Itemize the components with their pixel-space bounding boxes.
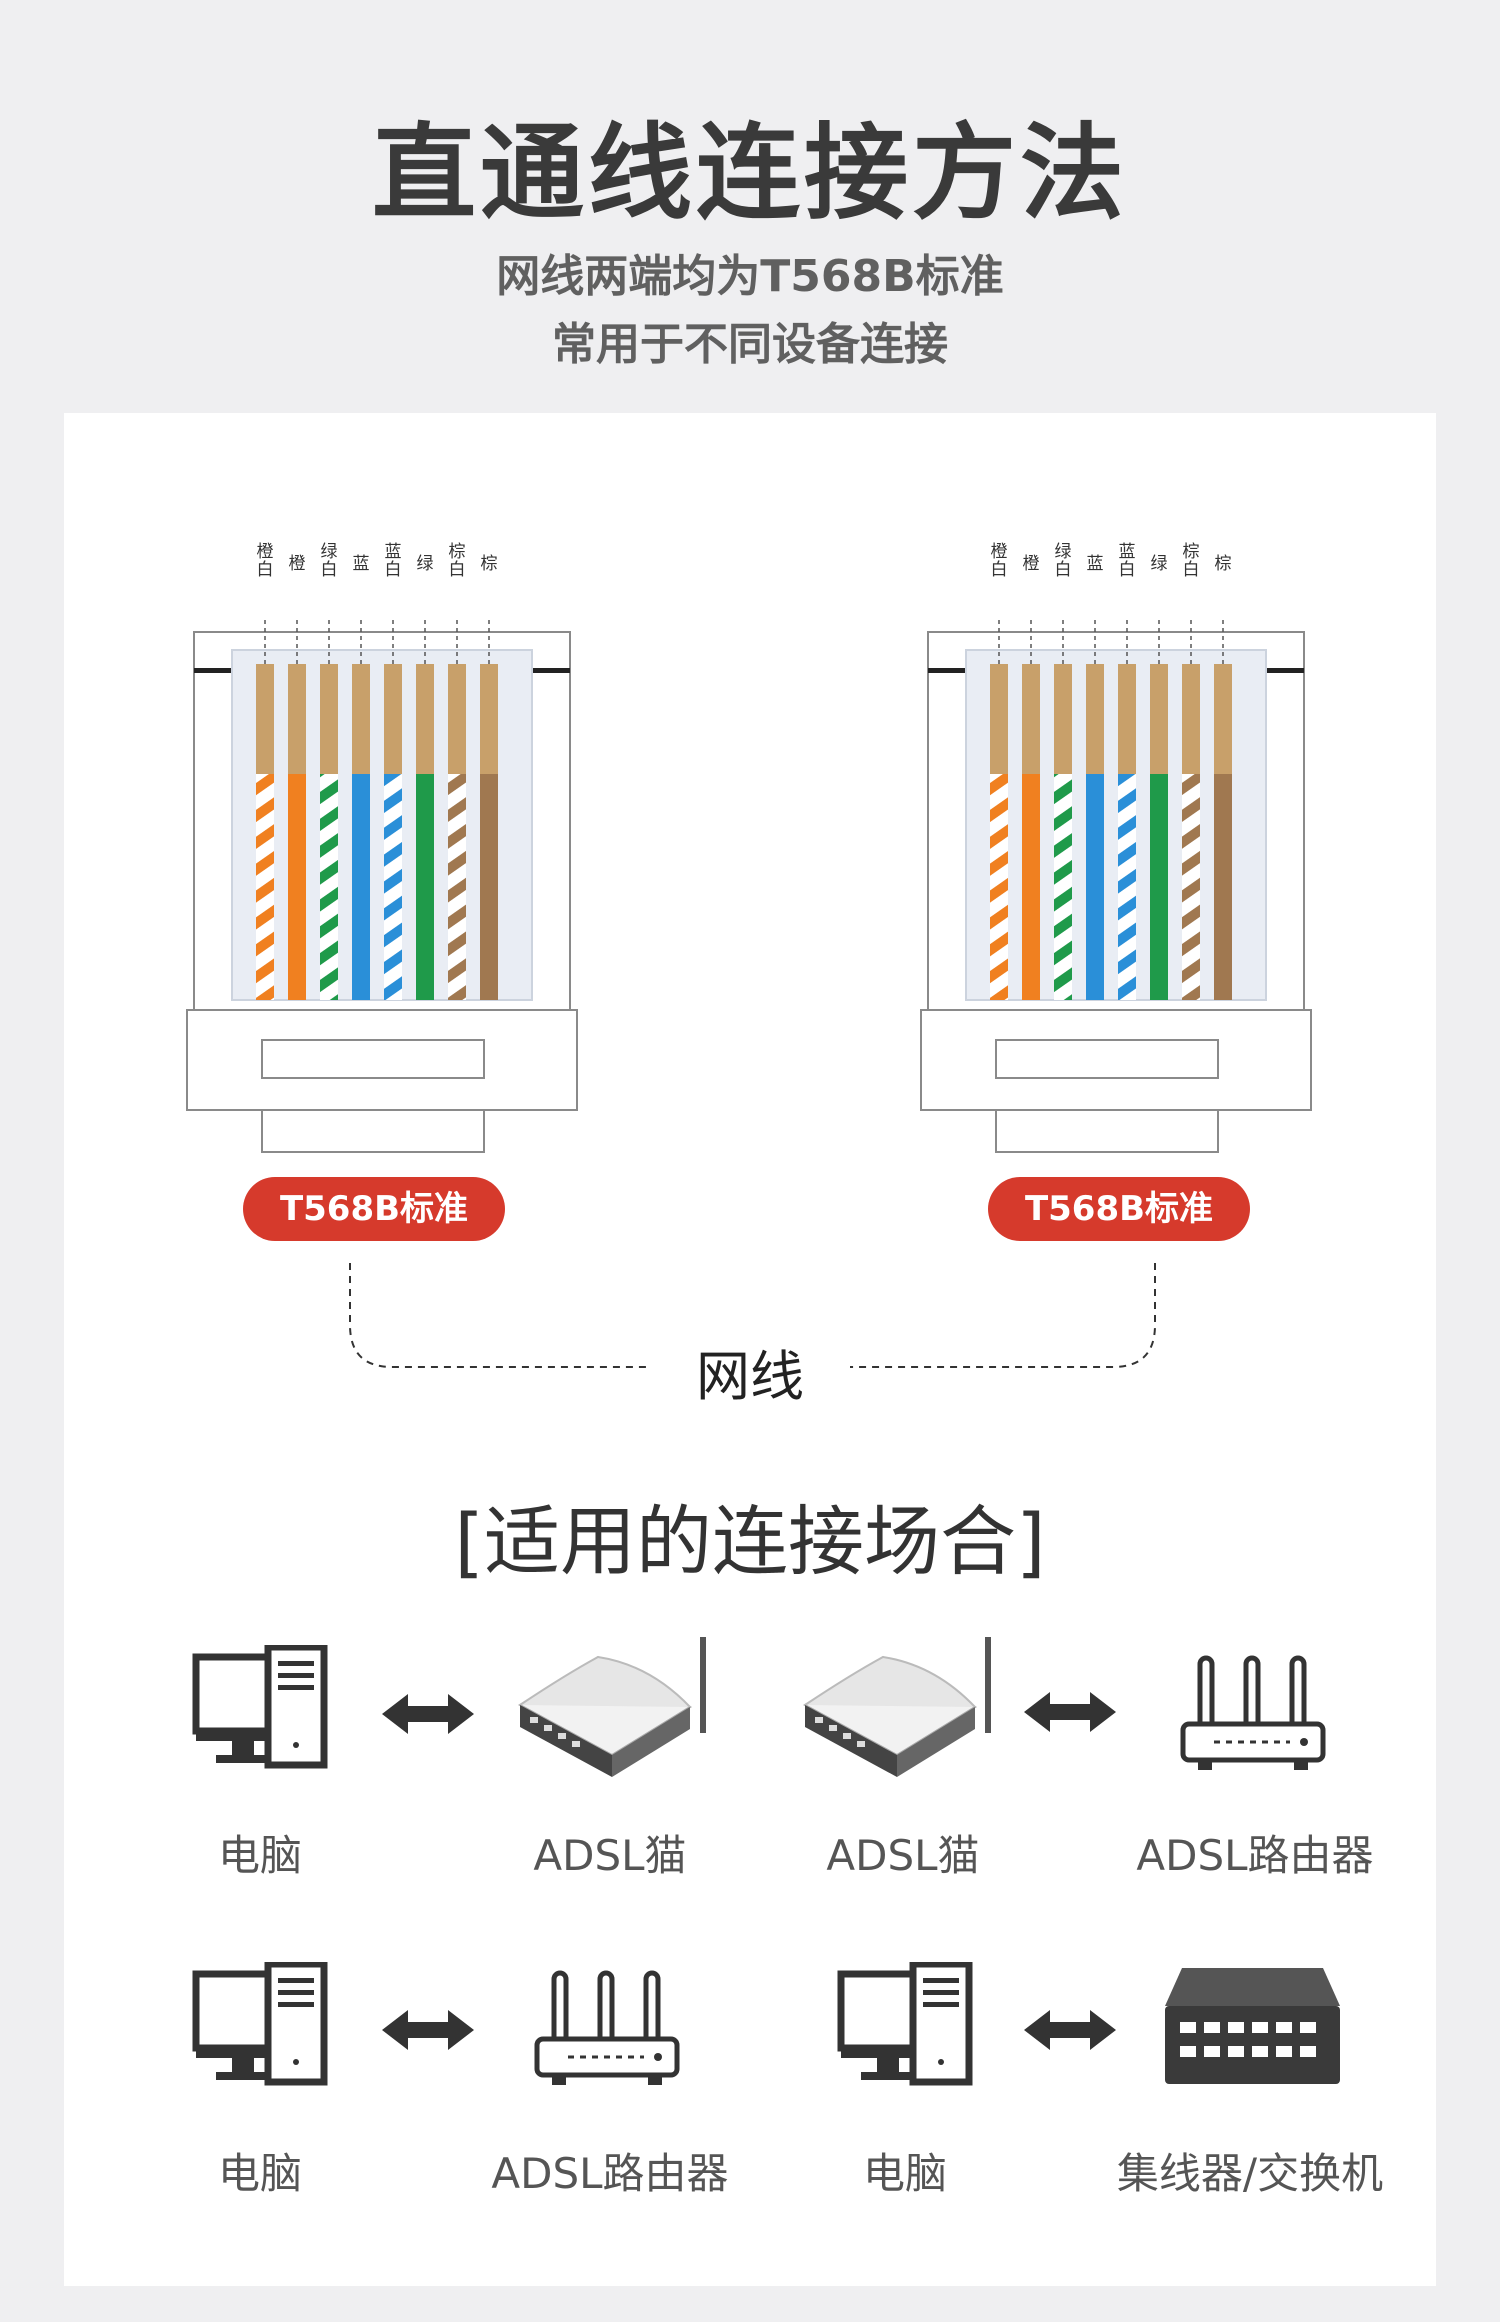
pin-label: 蓝 白 [1118, 542, 1136, 580]
device-label: ADSL路由器 [1136, 1831, 1374, 1880]
cable-dashed-line [349, 1263, 1156, 1368]
pin-label: 棕 白 [1182, 542, 1200, 580]
device-label: ADSL猫 [533, 1831, 687, 1880]
double-arrow-icon [1024, 1692, 1116, 1732]
subtitle-line-1: 网线两端均为T568B标准 [496, 251, 1004, 302]
device-label: ADSL猫 [826, 1831, 980, 1880]
badge-left-t568b: T568B标准 [243, 1177, 505, 1241]
double-arrow-icon [382, 2010, 474, 2050]
cable-label: 网线 [696, 1345, 804, 1408]
pin-label: 绿 白 [1054, 542, 1072, 580]
pin-label: 橙 白 [990, 542, 1008, 580]
subtitle-line-2: 常用于不同设备连接 [552, 319, 948, 370]
pin-label: 蓝 [1086, 554, 1104, 574]
pin-label: 橙 [1022, 554, 1040, 574]
device-label: 电脑 [862, 2149, 947, 2198]
pin-label: 橙 白 [256, 542, 274, 580]
computer-icon [192, 1962, 328, 2086]
switch-hub-icon [1165, 1968, 1340, 2084]
device-label: 集线器/交换机 [1116, 2149, 1384, 2198]
double-arrow-icon [382, 1694, 474, 1734]
pin-label: 绿 [416, 554, 434, 574]
pin-label: 棕 [480, 554, 498, 574]
pin-label: 橙 [288, 554, 306, 574]
adsl-modem-icon [518, 1637, 706, 1777]
applications-title: [适用的连接场合] [454, 1497, 1046, 1586]
computer-icon [192, 1645, 328, 1769]
pin-label: 蓝 [352, 554, 370, 574]
computer-icon [837, 1962, 973, 2086]
adsl-modem-icon [803, 1637, 991, 1777]
router-icon [534, 1970, 680, 2085]
pin-label: 绿 白 [320, 542, 338, 580]
device-label: 电脑 [217, 2149, 302, 2198]
pin-label: 棕 白 [448, 542, 466, 580]
badge-right-t568b: T568B标准 [988, 1177, 1250, 1241]
device-label: ADSL路由器 [491, 2149, 729, 2198]
rj45-connector-right [920, 620, 1312, 1153]
device-label: 电脑 [217, 1831, 302, 1880]
page-title: 直通线连接方法 [371, 112, 1128, 234]
router-icon [1180, 1655, 1326, 1770]
pin-label: 蓝 白 [384, 542, 402, 580]
rj45-connector-left [186, 620, 578, 1153]
double-arrow-icon [1024, 2010, 1116, 2050]
pin-label: 棕 [1214, 554, 1232, 574]
pin-label: 绿 [1150, 554, 1168, 574]
